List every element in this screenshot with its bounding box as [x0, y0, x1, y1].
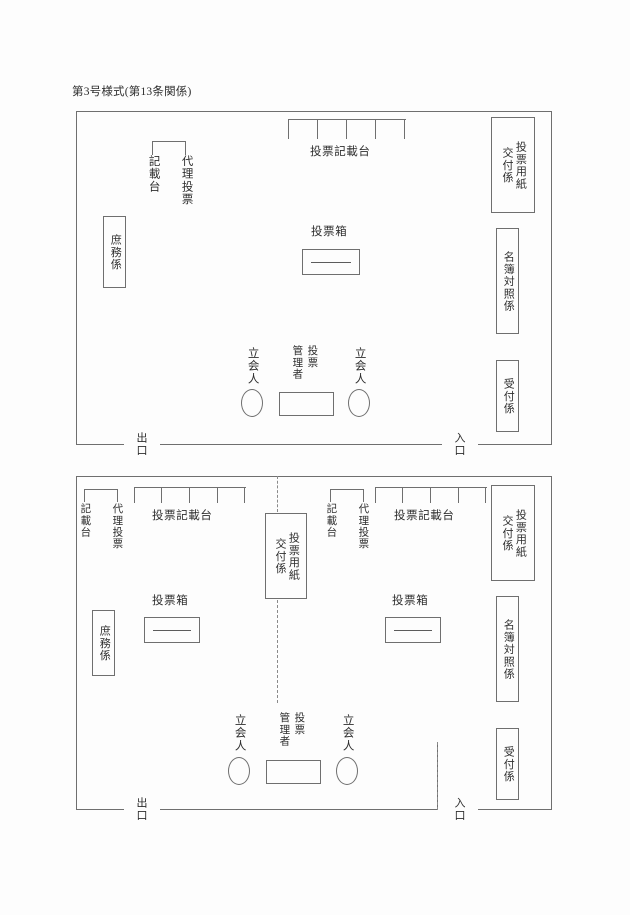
form-title: 第3号様式(第13条関係) [72, 86, 192, 98]
room1-writing-desk-label: 記載台 [147, 155, 160, 193]
room2-witness-left-label: 立会人 [233, 714, 246, 752]
room1-proxy-voting-label: 代理投票 [180, 155, 193, 206]
room2-left-voting-booth-label: 投票記載台 [152, 510, 213, 522]
room1-voting-booth-bracket [288, 119, 406, 139]
room2-right-ballot-box-label: 投票箱 [392, 595, 429, 607]
room2-wall-top [76, 476, 552, 478]
room2-left-ballot-box [144, 617, 200, 643]
room1-general-affairs-box: 庶務係 [103, 216, 126, 288]
room2-wall-bottom-middle [160, 809, 438, 811]
room2-center-ballot-issue-box: 投票用紙 交付係 [265, 513, 307, 599]
room2-right-voting-booth-label: 投票記載台 [394, 510, 455, 522]
room1-witness-right-seat [348, 389, 370, 417]
room2-left-writing-desk-label: 記載台 [79, 503, 91, 538]
room1-roll-check-box: 名簿対照係 [496, 228, 519, 334]
room2-right-voting-booth-bracket [375, 487, 487, 503]
room2-left-ballot-box-label: 投票箱 [152, 595, 189, 607]
room2-wall-right [551, 476, 553, 810]
room2-right-proxy-voting-label: 代理投票 [357, 503, 369, 550]
room2-manager-label-line1: 投票 [293, 712, 305, 736]
room2-right-ballot-box [385, 617, 441, 643]
room2-center-issue-col1: 投票用紙 [287, 531, 300, 581]
room1-wall-bottom-left-stub [76, 444, 124, 446]
ballot-slot-icon [310, 262, 352, 264]
ballot-slot-icon [152, 630, 192, 632]
room2-ballot-issue-col1: 投票用紙 [514, 508, 527, 558]
room2-manager-desk [266, 760, 321, 784]
room2-left-writing-desk-bracket [84, 489, 119, 502]
room1-ballot-box [302, 249, 360, 275]
room1-reception-label: 受付係 [502, 377, 515, 415]
room1-general-affairs-label: 庶務係 [109, 233, 122, 271]
room2-divider-entrance [437, 742, 438, 810]
room1-manager-label-line1: 投票 [306, 345, 318, 369]
room2-manager-label-line2: 管理者 [278, 712, 290, 747]
room2-wall-left [76, 476, 78, 810]
room1-manager-desk [279, 392, 334, 416]
room2-ballot-issue-box: 投票用紙 交付係 [491, 485, 535, 581]
room1-ballot-issue-col1: 投票用紙 [514, 140, 527, 190]
room1-wall-bottom-right-stub [478, 444, 552, 446]
room2-witness-left-seat [228, 757, 250, 785]
room1-witness-left-seat [241, 389, 263, 417]
room1-witness-left-label: 立会人 [246, 347, 259, 385]
room1-exit-label: 出口 [134, 432, 147, 457]
room2-general-affairs-label: 庶務係 [98, 624, 111, 662]
room2-center-issue-col2: 交付係 [274, 537, 286, 575]
room2-divider-lower [277, 600, 278, 703]
room2-divider-upper [277, 476, 278, 512]
room1-roll-check-label: 名簿対照係 [502, 250, 515, 312]
room1-manager-label-line2: 管理者 [291, 345, 303, 380]
room2-right-writing-desk-label: 記載台 [325, 503, 337, 538]
room1-wall-right [551, 111, 553, 445]
room1-witness-right-label: 立会人 [353, 347, 366, 385]
room2-reception-label: 受付係 [502, 745, 515, 783]
room2-roll-check-label: 名簿対照係 [502, 618, 515, 680]
room1-reception-box: 受付係 [496, 360, 519, 432]
room2-right-writing-desk-bracket [330, 489, 365, 502]
room1-ballot-issue-box: 投票用紙 交付係 [491, 117, 535, 213]
room2-roll-check-box: 名簿対照係 [496, 596, 519, 702]
room2-wall-bottom-right-stub [478, 809, 552, 811]
room2-reception-box: 受付係 [496, 728, 519, 800]
room2-left-proxy-voting-label: 代理投票 [111, 503, 123, 550]
room2-wall-bottom-left-stub [76, 809, 124, 811]
room1-ballot-issue-col2: 交付係 [501, 146, 513, 184]
room2-general-affairs-box: 庶務係 [92, 610, 115, 676]
room2-exit-label: 出口 [134, 797, 147, 822]
room1-wall-top [76, 111, 552, 113]
room1-writing-desk-bracket [152, 141, 187, 155]
room2-entrance-label: 入口 [452, 797, 465, 822]
room1-entrance-label: 入口 [452, 432, 465, 457]
room1-ballot-box-label: 投票箱 [311, 226, 348, 238]
room2-witness-right-label: 立会人 [341, 714, 354, 752]
room2-left-voting-booth-bracket [134, 487, 246, 503]
room1-wall-bottom-middle [160, 444, 442, 446]
ballot-slot-icon [393, 630, 433, 632]
room1-voting-booth-label: 投票記載台 [310, 146, 371, 158]
room1-wall-left [76, 111, 78, 445]
room2-ballot-issue-col2: 交付係 [501, 514, 513, 552]
room2-witness-right-seat [336, 757, 358, 785]
